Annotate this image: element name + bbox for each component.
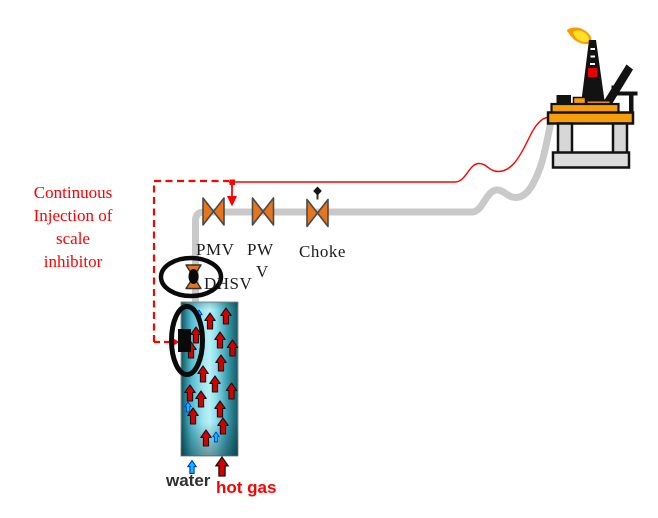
pwv-valve bbox=[251, 197, 275, 226]
annotation-text: Continuous Injection of scale inhibitor bbox=[34, 183, 113, 271]
choke-label: Choke bbox=[299, 242, 346, 261]
derrick-red-light bbox=[588, 68, 597, 77]
hot-gas-inflow-arrow-icon bbox=[215, 456, 229, 477]
platform-main-deck bbox=[546, 111, 635, 125]
derrick-icon bbox=[581, 40, 605, 104]
deck-equipment-box bbox=[556, 95, 571, 104]
injection-junction-marker bbox=[229, 179, 235, 185]
injection-point-highlight-ellipse bbox=[169, 304, 205, 377]
pmv-valve-icon bbox=[212, 197, 225, 226]
oil-platform bbox=[546, 27, 638, 169]
choke-diamond-icon bbox=[313, 186, 322, 196]
dhsv-valve-ball bbox=[188, 269, 199, 284]
pwv-valve-icon bbox=[262, 197, 275, 226]
dhsv-valve bbox=[158, 255, 224, 299]
annotation-line-4: inhibitor bbox=[44, 252, 103, 271]
choke-valve-icon bbox=[316, 198, 329, 228]
pmv-valve bbox=[202, 197, 225, 226]
platform-leg-right bbox=[611, 122, 629, 155]
injection-line-solid-segment bbox=[229, 116, 549, 183]
pmv-label: PMV bbox=[196, 240, 235, 259]
flare-flame-icon bbox=[566, 27, 592, 44]
pmv-valve-icon bbox=[202, 197, 215, 226]
water-label: water bbox=[165, 471, 211, 490]
annotation-line-1: Continuous bbox=[34, 183, 112, 202]
annotation-line-2: Injection of bbox=[34, 206, 113, 225]
crane-icon bbox=[602, 64, 633, 104]
platform-railing bbox=[611, 85, 638, 112]
pwv-valve-icon bbox=[251, 197, 264, 226]
platform-pontoon-base bbox=[551, 151, 631, 169]
pwv-label-line2: V bbox=[256, 262, 269, 281]
pwv-label-line1: PW bbox=[247, 240, 274, 259]
dhsv-label: DHSV bbox=[204, 274, 253, 293]
choke-valve bbox=[306, 198, 329, 228]
hot-gas-label: hot gas bbox=[216, 478, 276, 497]
injection-point bbox=[178, 329, 191, 352]
choke-valve-icon bbox=[306, 198, 319, 228]
surface-valves bbox=[202, 197, 329, 228]
injection-down-arrowhead-icon bbox=[227, 196, 237, 207]
injection-line-dashed-segment bbox=[152, 179, 229, 342]
flowline-pipe bbox=[192, 117, 555, 307]
chemical-injection-line bbox=[152, 116, 549, 344]
dhsv-highlight-ellipse bbox=[158, 255, 224, 299]
annotation-line-3: scale bbox=[56, 229, 90, 248]
platform-leg-left bbox=[556, 122, 574, 155]
